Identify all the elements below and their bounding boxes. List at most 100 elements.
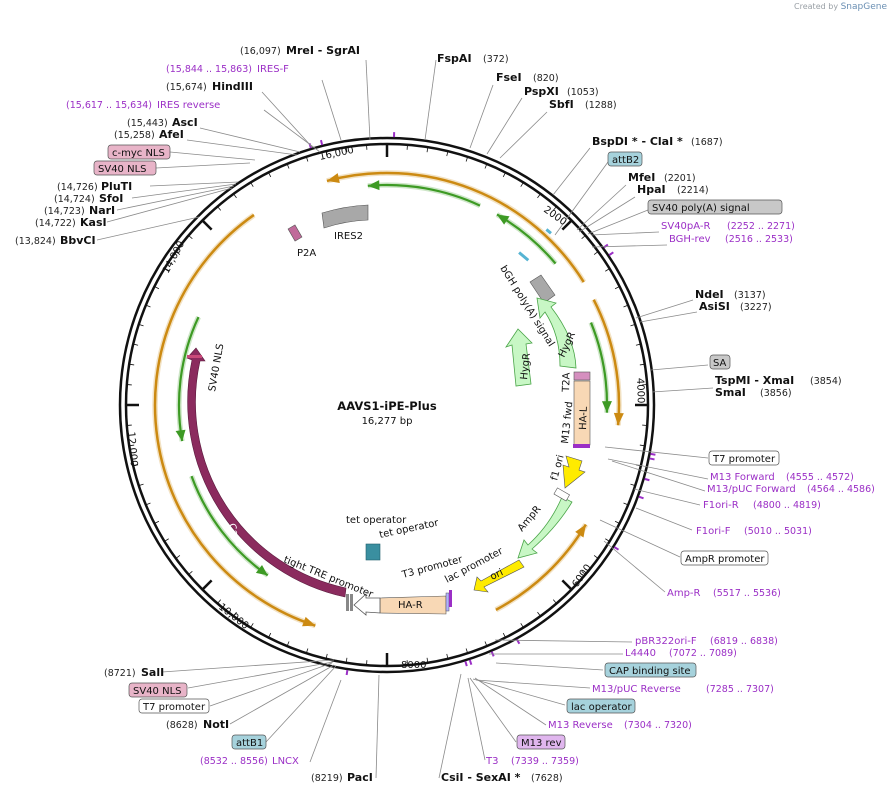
- tick-mark: [581, 235, 586, 240]
- orange-arc-right: [592, 299, 621, 426]
- t7-promoter-box-bottom: [138, 698, 210, 714]
- pspxi-name: PspXI: [524, 85, 559, 98]
- ori-label: ori: [489, 567, 505, 582]
- lncx-name: LNCX: [272, 756, 299, 767]
- tick-16000: 16,000: [318, 145, 355, 163]
- tick-mark: [581, 570, 586, 575]
- mrei-name: MreI - SgrAI: [286, 44, 360, 57]
- tight-tre-promoter-feature: [353, 593, 381, 616]
- tick-mark: [325, 151, 328, 157]
- leader-line: [149, 181, 239, 187]
- orange-arc-top-head: [326, 173, 340, 183]
- bbvci-name: BbvCI: [60, 234, 96, 247]
- l4440-name: L4440: [625, 648, 656, 659]
- noti-name: NotI: [203, 718, 229, 731]
- tick-mark: [502, 632, 506, 638]
- primer-tick: [650, 452, 656, 456]
- leader-line: [469, 677, 517, 743]
- leader-line: [199, 127, 301, 153]
- tick-mark: [552, 599, 557, 604]
- tick-mark: [605, 268, 610, 272]
- tick-mark: [129, 363, 135, 366]
- attb1-box: [231, 734, 267, 750]
- kasi-name: KasI: [80, 216, 107, 229]
- mfei-pos: (2201): [664, 173, 696, 184]
- csii-pos: (7628): [531, 773, 563, 784]
- sv40-nls-inner-label: SV40 NLS: [207, 343, 226, 393]
- leader-line: [472, 678, 566, 706]
- leader-line: [475, 679, 591, 689]
- tick-mark: [446, 151, 449, 157]
- lac-operator-box: [566, 698, 636, 714]
- tick-mark: [593, 555, 599, 559]
- sali-name: SalI: [141, 666, 164, 679]
- paci-pos: (8219): [311, 773, 343, 784]
- bspdi-pos: (1687): [691, 137, 723, 148]
- tspmi-pos: (3854): [810, 376, 842, 387]
- p2a-label: P2A: [297, 248, 316, 259]
- tick-mark: [138, 323, 144, 327]
- tet-operator-mark-1: [346, 594, 349, 611]
- tick-mark: [426, 657, 429, 663]
- green-arc-left-mid: [177, 316, 200, 442]
- mrei-pos: (16,097): [240, 46, 281, 57]
- tick-mark: [465, 156, 469, 162]
- leader-line: [576, 184, 627, 231]
- tick-mark: [502, 172, 506, 178]
- tick-mark: [154, 520, 160, 524]
- tick-8000: 8000: [401, 660, 426, 671]
- tick-mark: [154, 286, 160, 290]
- lac-operator-label: lac operator: [571, 702, 632, 713]
- tick-mark: [217, 206, 222, 211]
- primer-tick: [319, 139, 324, 146]
- green-arc-left-low: [190, 475, 269, 577]
- tick-mark: [201, 219, 213, 231]
- m13-puc-forward-name: M13/pUC Forward: [707, 484, 796, 495]
- leader-lines: [96, 59, 714, 779]
- attb2-box: [607, 151, 643, 167]
- tick-mark: [614, 520, 620, 524]
- pluti-name: PluTI: [101, 180, 132, 193]
- sa-box: [709, 354, 731, 370]
- ires-reverse-range: (15,617 .. 15,634): [66, 100, 152, 111]
- asci-name: AscI: [172, 116, 198, 129]
- leader-line: [591, 244, 668, 248]
- pluti-pos: (14,726): [57, 182, 98, 193]
- sv40pa-r-name: SV40pA-R: [661, 221, 710, 232]
- primer-ticks: [308, 132, 656, 676]
- sv40-nls-label-bottom: SV40 NLS: [133, 686, 182, 697]
- tick-mark: [188, 235, 193, 240]
- f1ori-f-range: (5010 .. 5031): [744, 526, 812, 537]
- hindiii-name: HindIII: [212, 80, 253, 93]
- ori-feature: [473, 559, 525, 593]
- tick-mark: [268, 632, 272, 638]
- leader-line: [607, 458, 709, 480]
- primer-tick: [644, 477, 650, 482]
- tick-mark: [250, 182, 254, 187]
- green-arc-right-head: [601, 401, 612, 413]
- m13-fwd-feature: [573, 444, 590, 448]
- t3-primer-name: T3: [485, 756, 498, 767]
- tick-mark: [484, 641, 488, 647]
- t7-promoter-box-right: [708, 450, 780, 466]
- attb2-mark-2: [545, 228, 552, 235]
- attb1-label: attB1: [236, 738, 263, 749]
- sfoi-name: SfoI: [99, 192, 123, 205]
- sv40pa-r-range: (2252 .. 2271): [727, 221, 795, 232]
- feature-arcs: [152, 170, 624, 629]
- pbr322ori-f-range: (6819 .. 6838): [710, 636, 778, 647]
- ndei-pos: (3137): [734, 290, 766, 301]
- leader-line: [155, 162, 251, 169]
- m13-fwd-label: M13 fwd: [560, 401, 575, 444]
- tick-mark: [217, 599, 222, 604]
- tick-mark: [635, 343, 641, 346]
- tick-mark: [188, 570, 193, 575]
- m13-reverse-name: M13 Reverse: [548, 720, 613, 731]
- ires-f-range: (15,844 .. 15,863): [166, 64, 252, 75]
- sv40-nls-inner-mark: [187, 355, 202, 358]
- tick-mark: [345, 657, 348, 663]
- orange-arc-left: [153, 213, 316, 627]
- tick-mark: [164, 268, 169, 272]
- plasmid-length: 16,277 bp: [362, 416, 413, 427]
- leader-line: [261, 91, 313, 148]
